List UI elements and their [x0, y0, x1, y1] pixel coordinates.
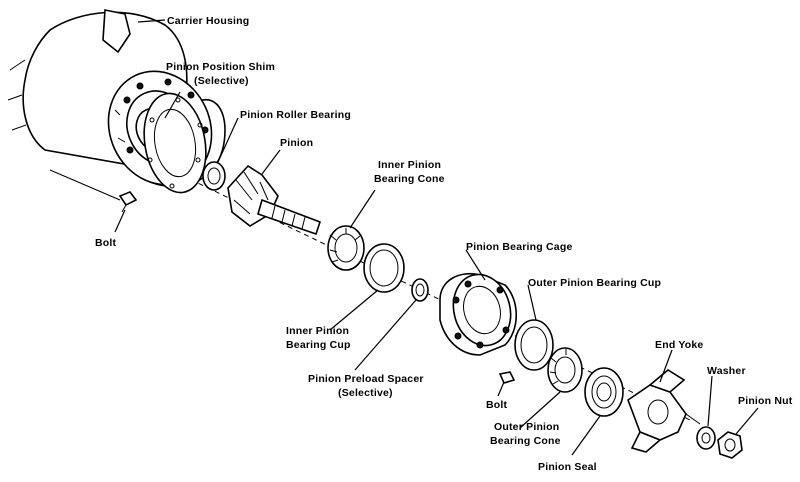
label-inner-pinion-bearing-cup-1: Inner Pinion	[286, 325, 349, 337]
pinion-roller-bearing	[202, 161, 226, 191]
label-end-yoke: End Yoke	[655, 339, 703, 351]
inner-pinion-bearing-cone	[327, 225, 365, 271]
label-outer-pinion-bearing-cone-1: Outer Pinion	[494, 421, 559, 433]
outer-pinion-bearing-cone	[547, 347, 583, 393]
inner-pinion-bearing-cup	[363, 243, 405, 293]
washer	[696, 426, 716, 450]
label-carrier-housing: Carrier Housing	[167, 15, 249, 27]
label-bolt-right: Bolt	[486, 399, 508, 411]
label-pinion-preload-spacer-1: Pinion Preload Spacer	[308, 373, 424, 385]
pinion-seal	[584, 367, 624, 417]
pinion-gear	[227, 164, 322, 236]
label-bolt-left: Bolt	[95, 237, 117, 249]
label-pinion-roller-bearing: Pinion Roller Bearing	[240, 109, 351, 121]
label-inner-pinion-bearing-cup-2: Bearing Cup	[286, 339, 351, 351]
bolt-right	[498, 371, 516, 384]
pinion-preload-spacer	[411, 278, 429, 302]
label-washer: Washer	[707, 365, 746, 377]
label-outer-pinion-bearing-cone-2: Bearing Cone	[490, 435, 561, 447]
pinion-bearing-cage	[439, 273, 517, 356]
pinion-position-shim	[143, 92, 207, 194]
label-pinion-seal: Pinion Seal	[538, 461, 597, 473]
label-pinion-preload-spacer-2: (Selective)	[338, 387, 393, 399]
label-pinion-bearing-cage: Pinion Bearing Cage	[466, 241, 572, 253]
end-yoke	[627, 369, 701, 453]
label-pinion-position-shim: Pinion Position Shim	[166, 61, 275, 73]
label-inner-pinion-bearing-cone-1: Inner Pinion	[378, 159, 441, 171]
label-pinion-nut: Pinion Nut	[738, 395, 793, 407]
label-inner-pinion-bearing-cone-2: Bearing Cone	[374, 173, 445, 185]
labels: Carrier Housing Pinion Position Shim (Se…	[95, 15, 793, 473]
label-pinion: Pinion	[280, 137, 313, 149]
leader-lines	[114, 19, 759, 456]
label-outer-pinion-bearing-cup: Outer Pinion Bearing Cup	[528, 277, 661, 289]
pinion-nut	[717, 431, 743, 459]
label-pinion-position-shim-selective: (Selective)	[194, 75, 249, 87]
bolt-left	[118, 191, 138, 213]
outer-pinion-bearing-cup	[514, 319, 554, 371]
